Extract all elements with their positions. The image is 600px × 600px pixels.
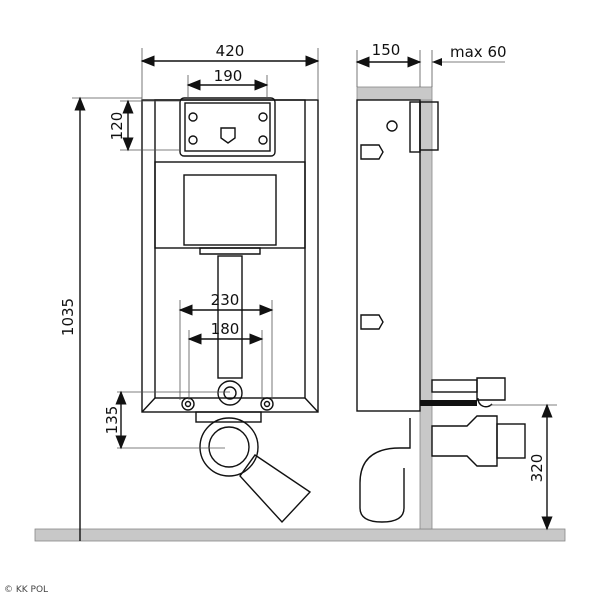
dim-150: 150 (372, 41, 401, 59)
floor (34, 528, 566, 542)
side-view (356, 99, 526, 523)
copyright-credit: © KK POL (4, 585, 49, 595)
dim-230: 230 (211, 291, 240, 309)
dim-180: 180 (211, 320, 240, 338)
dim-1035: 1035 (59, 298, 77, 336)
dim-max-60: max 60 (450, 43, 507, 61)
wall-top (356, 86, 433, 101)
front-view (141, 97, 319, 524)
dimension-lines (72, 48, 557, 541)
dim-420: 420 (216, 42, 245, 60)
dim-120: 120 (108, 112, 126, 141)
wall (419, 99, 433, 530)
dim-190: 190 (214, 67, 243, 85)
flush-box (179, 97, 276, 157)
dim-135: 135 (103, 406, 121, 435)
dim-320: 320 (528, 454, 546, 483)
